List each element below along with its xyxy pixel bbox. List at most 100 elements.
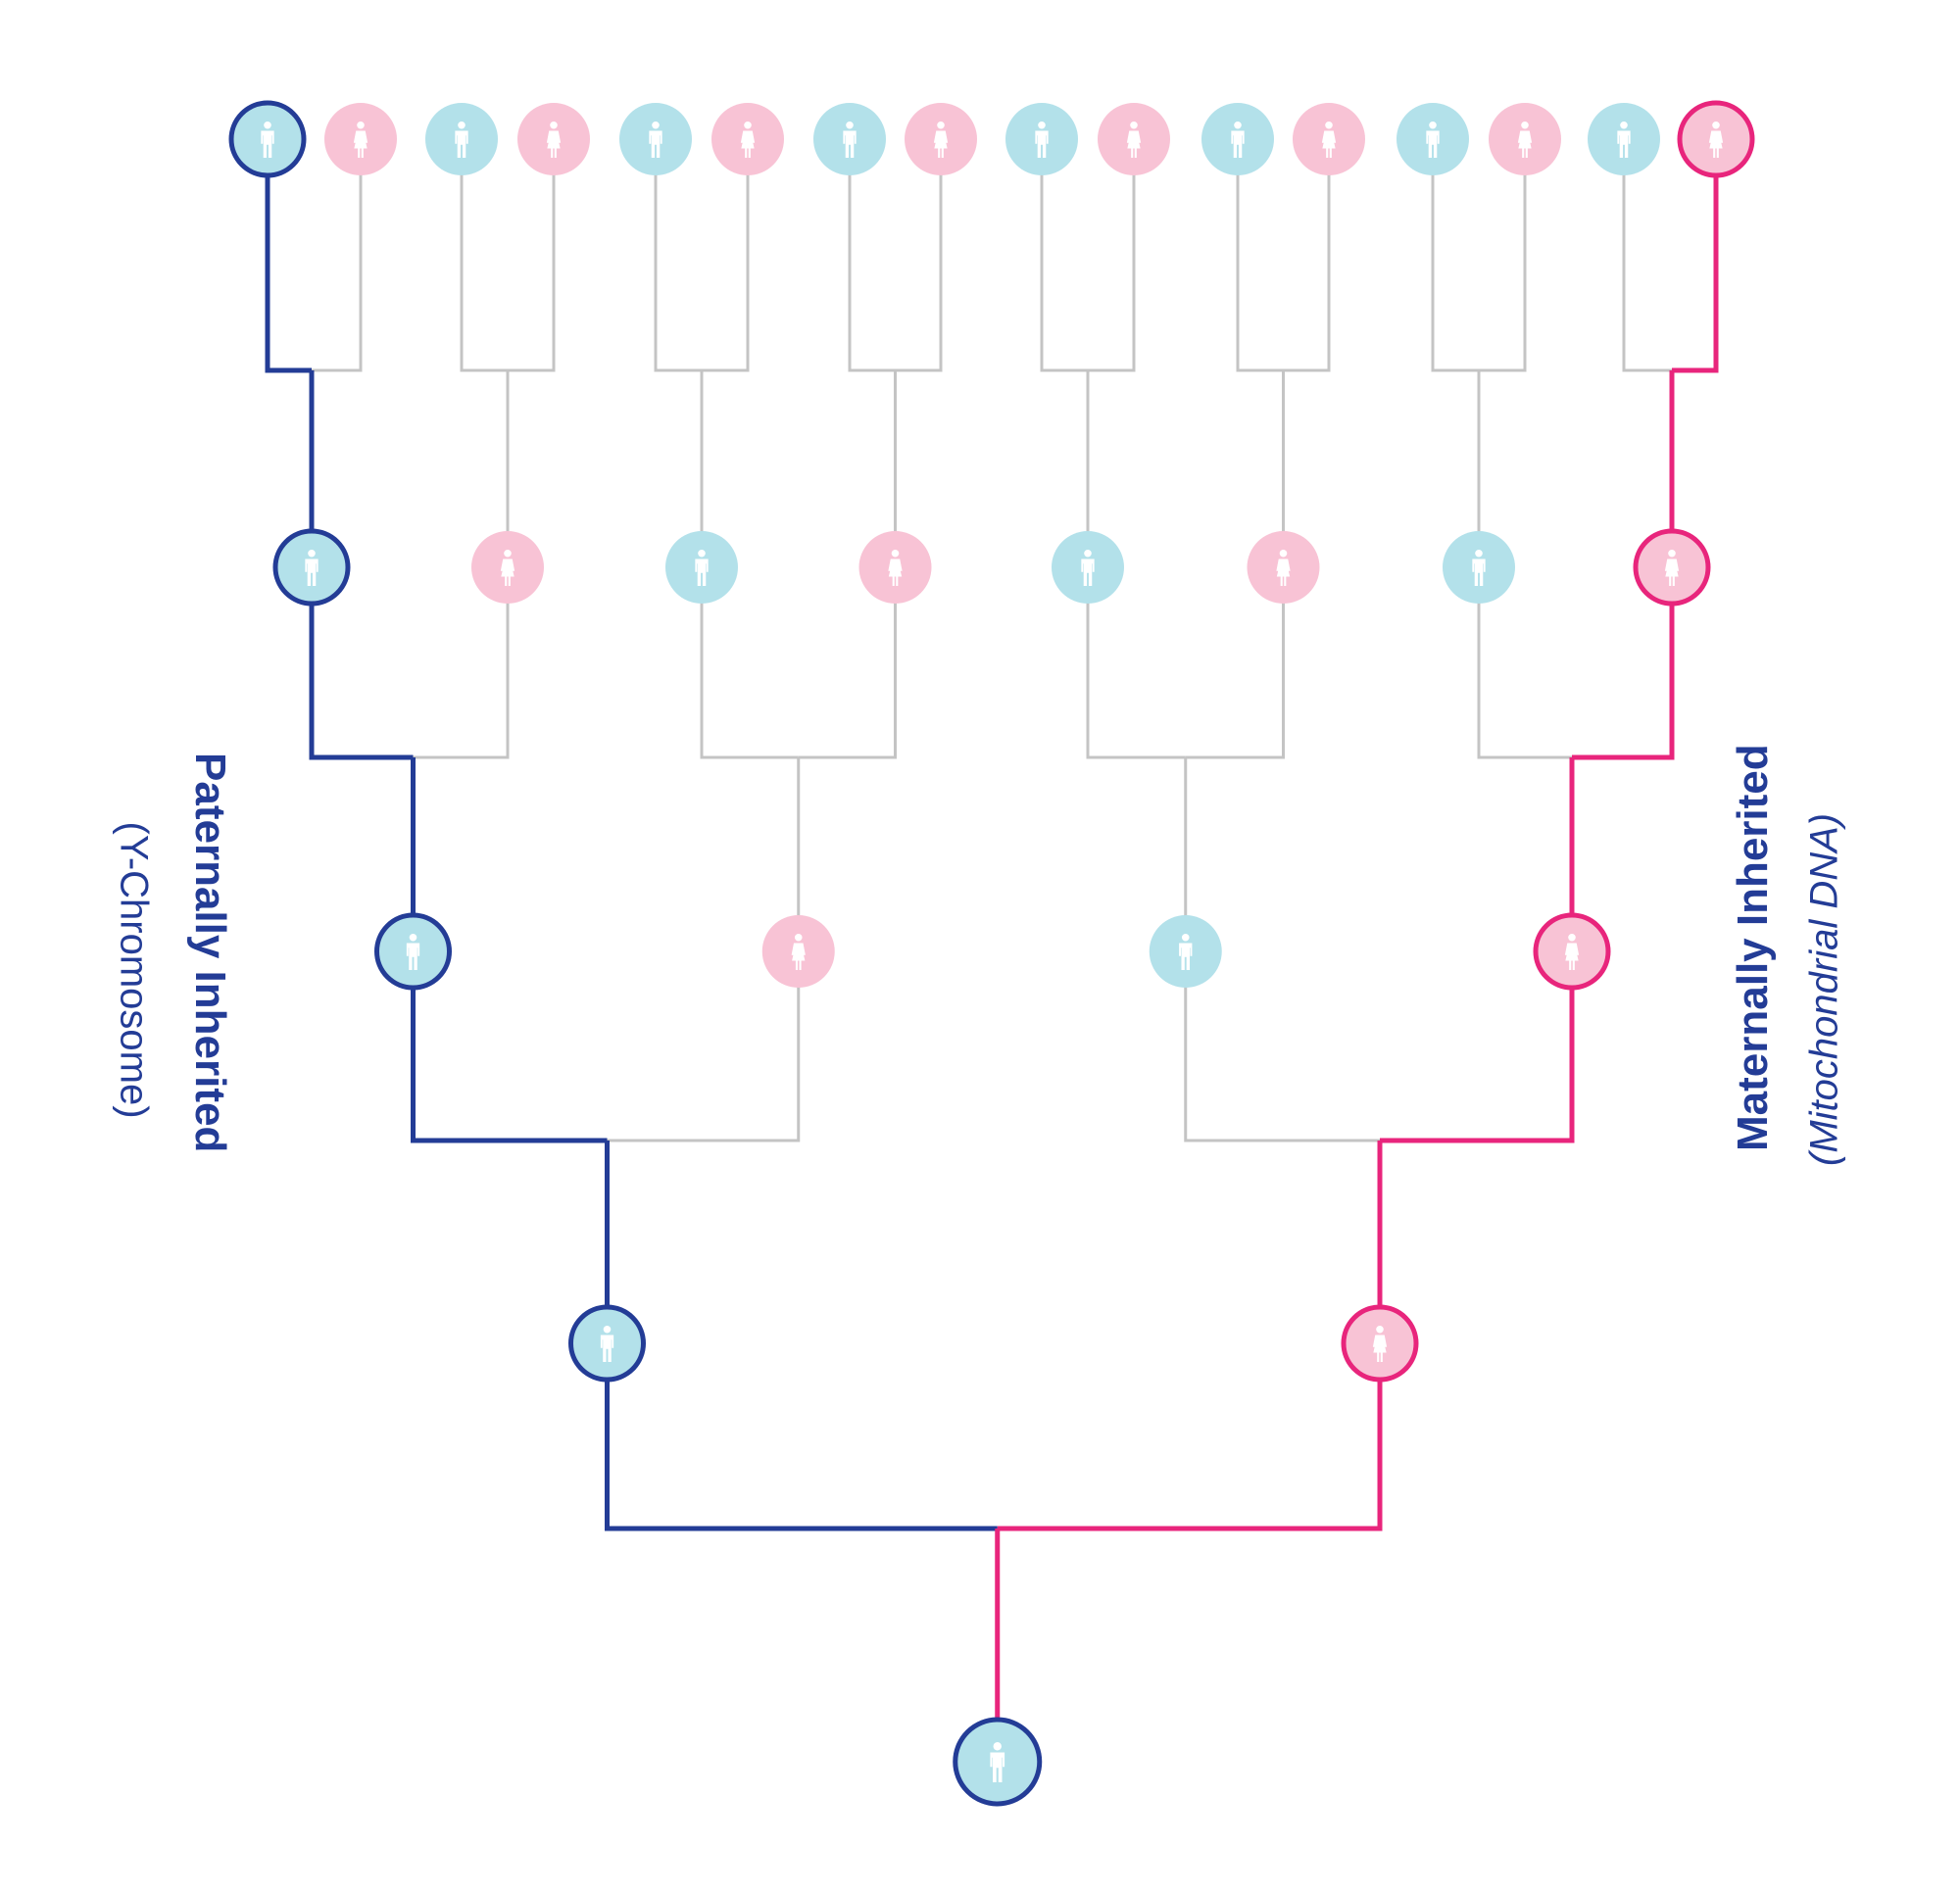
neutral-branch-line xyxy=(413,567,510,759)
neutral-branch-line xyxy=(1088,139,1136,372)
male-person-node xyxy=(665,531,738,604)
female-person-icon xyxy=(740,121,756,158)
neutral-branch-line xyxy=(508,139,556,372)
male-person-node xyxy=(1588,103,1660,175)
female-person-node xyxy=(905,103,977,175)
male-person-icon xyxy=(305,549,318,586)
paternal-title-label: Paternally Inherited xyxy=(186,753,234,1153)
neutral-branch-line xyxy=(1283,139,1331,372)
female-person-icon xyxy=(1708,121,1724,158)
neutral-branch-line xyxy=(700,567,799,759)
female-person-icon xyxy=(1564,933,1580,970)
person-nodes xyxy=(228,100,1755,1807)
male-person-icon xyxy=(1035,121,1049,158)
female-person-icon xyxy=(1372,1325,1388,1362)
neutral-branch-line xyxy=(460,139,508,372)
male-person-node xyxy=(1396,103,1469,175)
female-person-icon xyxy=(791,933,806,970)
maternal-branch-line xyxy=(1572,567,1675,760)
male-person-node xyxy=(1052,531,1124,604)
female-person-node xyxy=(858,531,932,604)
neutral-branch-line xyxy=(1477,567,1572,759)
female-person-icon xyxy=(1664,549,1680,586)
female-person-icon xyxy=(888,549,903,586)
female-person-icon xyxy=(1321,121,1337,158)
female-person-icon xyxy=(933,121,949,158)
maternal-branch-line xyxy=(1672,139,1719,373)
male-person-icon xyxy=(1426,121,1440,158)
female-person-node xyxy=(1677,100,1755,178)
female-person-icon xyxy=(500,549,515,586)
neutral-branch-line xyxy=(1184,951,1380,1142)
male-person-node xyxy=(1443,531,1515,604)
female-person-icon xyxy=(353,121,368,158)
neutral-branch-line xyxy=(1622,139,1672,372)
neutral-branch-line xyxy=(1040,139,1088,372)
female-person-node xyxy=(471,531,544,604)
female-person-node xyxy=(1247,531,1320,604)
neutral-branch-line xyxy=(798,567,897,759)
paternal-branch-line xyxy=(411,951,608,1143)
neutral-branch-line xyxy=(1236,139,1284,372)
maternal-subtitle-label: (Mitochondrial DNA) xyxy=(1802,812,1846,1166)
neutral-branch-line xyxy=(895,139,943,372)
male-person-node xyxy=(1005,103,1078,175)
male-person-node xyxy=(1149,915,1222,988)
paternal-branch-line xyxy=(309,567,414,760)
male-person-icon xyxy=(1472,549,1486,586)
neutral-branch-line xyxy=(1086,567,1186,759)
male-person-node xyxy=(272,528,351,607)
male-person-icon xyxy=(695,549,709,586)
female-person-node xyxy=(324,103,397,175)
neutral-branch-line xyxy=(1431,139,1479,372)
male-person-icon xyxy=(406,933,420,970)
male-person-node xyxy=(619,103,692,175)
neutral-branch-line xyxy=(848,139,896,372)
male-person-node xyxy=(425,103,498,175)
female-person-node xyxy=(1098,103,1170,175)
paternal-subtitle-label: (Y-Chromosome) xyxy=(112,821,156,1119)
maternal-branch-line xyxy=(1380,951,1575,1143)
male-person-node xyxy=(1201,103,1274,175)
female-person-node xyxy=(1489,103,1561,175)
male-person-icon xyxy=(990,1742,1005,1782)
female-person-node xyxy=(1293,103,1365,175)
neutral-branch-line xyxy=(607,951,801,1142)
female-person-icon xyxy=(1126,121,1142,158)
male-person-icon xyxy=(1617,121,1631,158)
female-person-icon xyxy=(546,121,562,158)
paternal-branch-line xyxy=(605,1343,998,1531)
neutral-branch-line xyxy=(702,139,750,372)
male-person-node xyxy=(374,912,452,991)
male-person-node xyxy=(568,1304,646,1383)
neutral-connector-lines xyxy=(312,139,1672,1142)
male-person-node xyxy=(228,100,307,178)
maternal-branch-line xyxy=(997,1343,1383,1531)
maternal-title-label: Maternally Inherited xyxy=(1729,744,1777,1151)
male-person-node xyxy=(953,1717,1043,1807)
neutral-branch-line xyxy=(1479,139,1527,372)
female-person-node xyxy=(517,103,590,175)
male-person-icon xyxy=(649,121,662,158)
female-person-icon xyxy=(1517,121,1533,158)
male-person-icon xyxy=(261,121,274,158)
male-person-node xyxy=(813,103,886,175)
neutral-branch-line xyxy=(312,139,363,372)
female-person-node xyxy=(761,915,835,988)
paternal-branch-line xyxy=(265,139,312,373)
female-person-node xyxy=(711,103,784,175)
male-person-icon xyxy=(1081,549,1095,586)
female-person-icon xyxy=(1276,549,1291,586)
male-person-icon xyxy=(455,121,468,158)
male-person-icon xyxy=(1179,933,1193,970)
female-person-node xyxy=(1633,528,1711,607)
female-person-node xyxy=(1341,1304,1419,1383)
male-person-icon xyxy=(1231,121,1245,158)
male-person-icon xyxy=(600,1325,614,1362)
male-person-icon xyxy=(843,121,857,158)
neutral-branch-line xyxy=(654,139,702,372)
female-person-node xyxy=(1533,912,1611,991)
neutral-branch-line xyxy=(1185,567,1285,759)
